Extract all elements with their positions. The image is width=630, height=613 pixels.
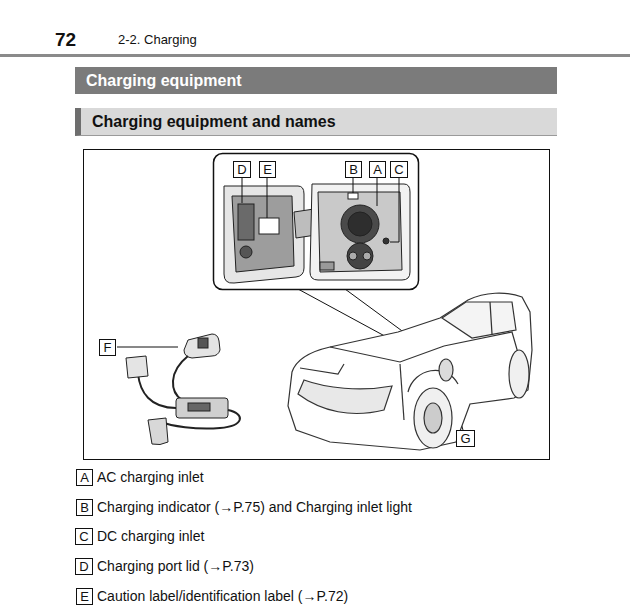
callout-letter-box: G (456, 430, 475, 447)
callout-letter: B (349, 162, 358, 177)
illustration-part (444, 332, 520, 360)
illustration-part (439, 359, 453, 381)
callout-letter: D (237, 162, 246, 177)
illustration-part (347, 243, 373, 269)
illustration-part (349, 252, 357, 260)
callout-letter-box: C (390, 161, 408, 178)
illustration-part (176, 398, 228, 418)
section-heading: Charging equipment and names (92, 113, 336, 131)
illustration-part (198, 338, 208, 348)
section-band: Charging equipment (75, 67, 557, 94)
illustration-part (414, 388, 452, 448)
illustration-part (188, 403, 210, 411)
illustration-part (117, 347, 178, 348)
illustration-part (341, 205, 379, 243)
vehicle (288, 293, 532, 450)
illustration-part (318, 192, 402, 272)
illustration-part (298, 380, 392, 413)
callout-letter-box: E (76, 588, 93, 605)
illustration-part (288, 293, 532, 450)
illustration-part (320, 262, 334, 270)
illustration-part (138, 374, 176, 408)
subsection-band: Charging equipment and names (75, 108, 557, 136)
illustration-part (126, 356, 148, 378)
callout-letter: A (80, 470, 89, 485)
illustration-part (240, 246, 252, 258)
callout-letter-box: B (76, 499, 93, 516)
callout-letter-box: E (259, 161, 276, 178)
illustration-part (259, 218, 279, 234)
illustration-part (424, 403, 442, 433)
callout-letter: B (80, 500, 89, 515)
illustration-part (242, 178, 243, 203)
illustration-part (509, 350, 529, 398)
illustration-part (490, 302, 492, 334)
part-name: AC charging inlet (97, 469, 204, 485)
callout-letter: C (79, 529, 88, 544)
illustration-part (363, 252, 371, 260)
callout-letter: C (394, 162, 403, 177)
part-name: DC charging inlet (97, 528, 204, 544)
callout-letter-box: B (345, 161, 362, 178)
illustration-part (353, 178, 354, 193)
illustration-part (400, 364, 404, 420)
callout-letter-box: F (99, 339, 116, 356)
illustration-part (310, 184, 410, 280)
callout-letter-box: D (75, 558, 93, 575)
running-header: 2-2. Charging (118, 32, 197, 47)
illustration-part (377, 178, 378, 206)
header-rule (0, 54, 630, 57)
part-name: Caution label/identification label (→P.7… (97, 588, 348, 604)
callout-letter-box: D (233, 161, 251, 178)
callout-letter: A (373, 162, 382, 177)
callout-letter: D (79, 559, 88, 574)
illustration-part (383, 238, 389, 244)
illustration-part (330, 346, 444, 362)
page-number: 72 (55, 29, 76, 51)
callout-letter-box: A (76, 469, 93, 486)
illustration-part (184, 334, 220, 358)
charging-cable (126, 334, 240, 445)
figure-frame (84, 150, 550, 460)
section-heading: Charging equipment (86, 72, 242, 90)
part-name: Charging indicator (→P.75) and Charging … (97, 499, 412, 515)
illustration-part (173, 356, 188, 400)
illustration-part (442, 302, 516, 338)
callout-letter: F (104, 340, 112, 355)
callout-letter: G (460, 431, 470, 446)
callout-letter-box: C (75, 528, 93, 545)
callout-letter: E (263, 162, 272, 177)
part-name: Charging port lid (→P.73) (97, 558, 254, 574)
illustration-part (390, 178, 399, 242)
illustration-part (348, 212, 372, 236)
illustration-part (224, 186, 304, 283)
charging-port-detail (224, 184, 410, 283)
illustration-part (148, 418, 168, 445)
illustration-part (232, 196, 294, 272)
callout-letter-box: A (369, 161, 386, 178)
illustration-part (267, 178, 268, 218)
illustration-part (348, 193, 358, 199)
illustration-part (300, 364, 344, 374)
illustration-part (162, 410, 240, 429)
inset-frame (214, 154, 419, 290)
illustration-part (238, 204, 254, 240)
callout-letter: E (80, 589, 89, 604)
